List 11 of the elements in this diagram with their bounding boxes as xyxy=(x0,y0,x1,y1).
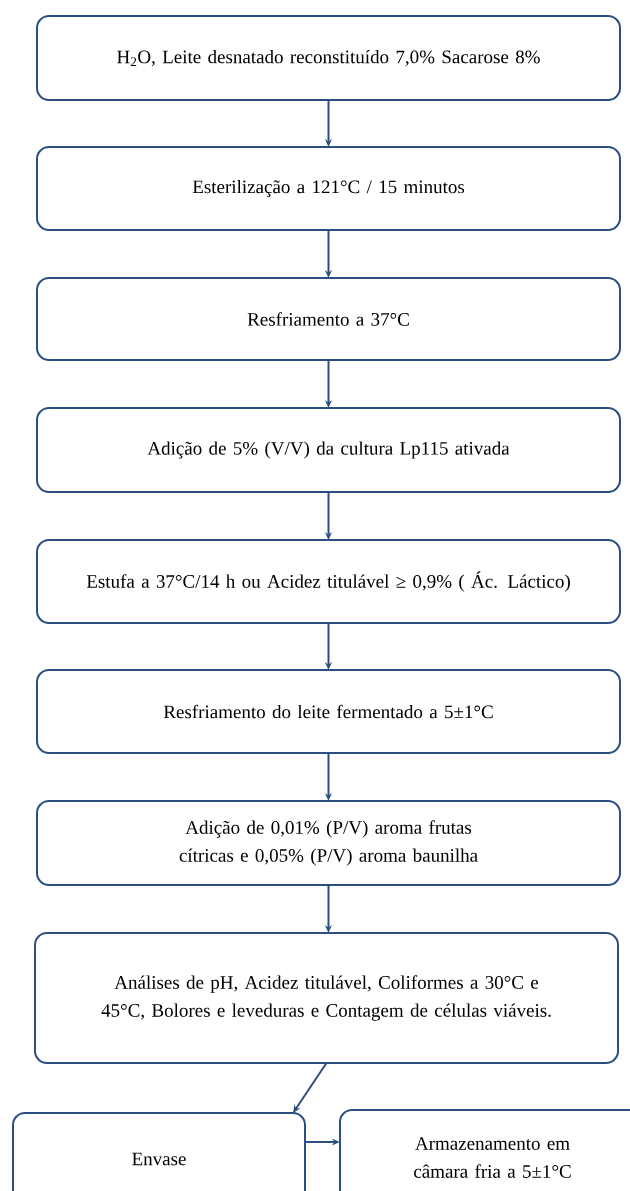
process-box: Adição de 0,01% (P/V) aroma frutas cítricas e 0,05% (P/V) aroma baunilha xyxy=(36,800,621,886)
process-box: Resfriamento do leite fermentado a 5±1°C xyxy=(36,669,621,754)
process-box: Esterilização a 121°C / 15 minutos xyxy=(36,146,621,231)
process-box: Análises de pH, Acidez titulável, Coliformes a 30°C e 45°C, Bolores e leveduras e Contagem de células viáveis. xyxy=(34,932,619,1064)
process-box: Resfriamento a 37°C xyxy=(36,277,621,361)
process-box: Armazenamento em câmara fria a 5±1°C xyxy=(339,1109,630,1191)
process-box: H$_{2}$O, Leite desnatado reconstituído 7,0% Sacarose 8% xyxy=(36,15,621,101)
process-box: Estufa a 37°C/14 h ou Acidez titulável ≥ 0,9% ( Ác. Láctico) xyxy=(36,539,621,624)
process-box: Envase xyxy=(12,1112,306,1191)
process-box: Adição de 5% (V/V) da cultura Lp115 ativada xyxy=(36,407,621,493)
arrow xyxy=(293,1062,328,1113)
